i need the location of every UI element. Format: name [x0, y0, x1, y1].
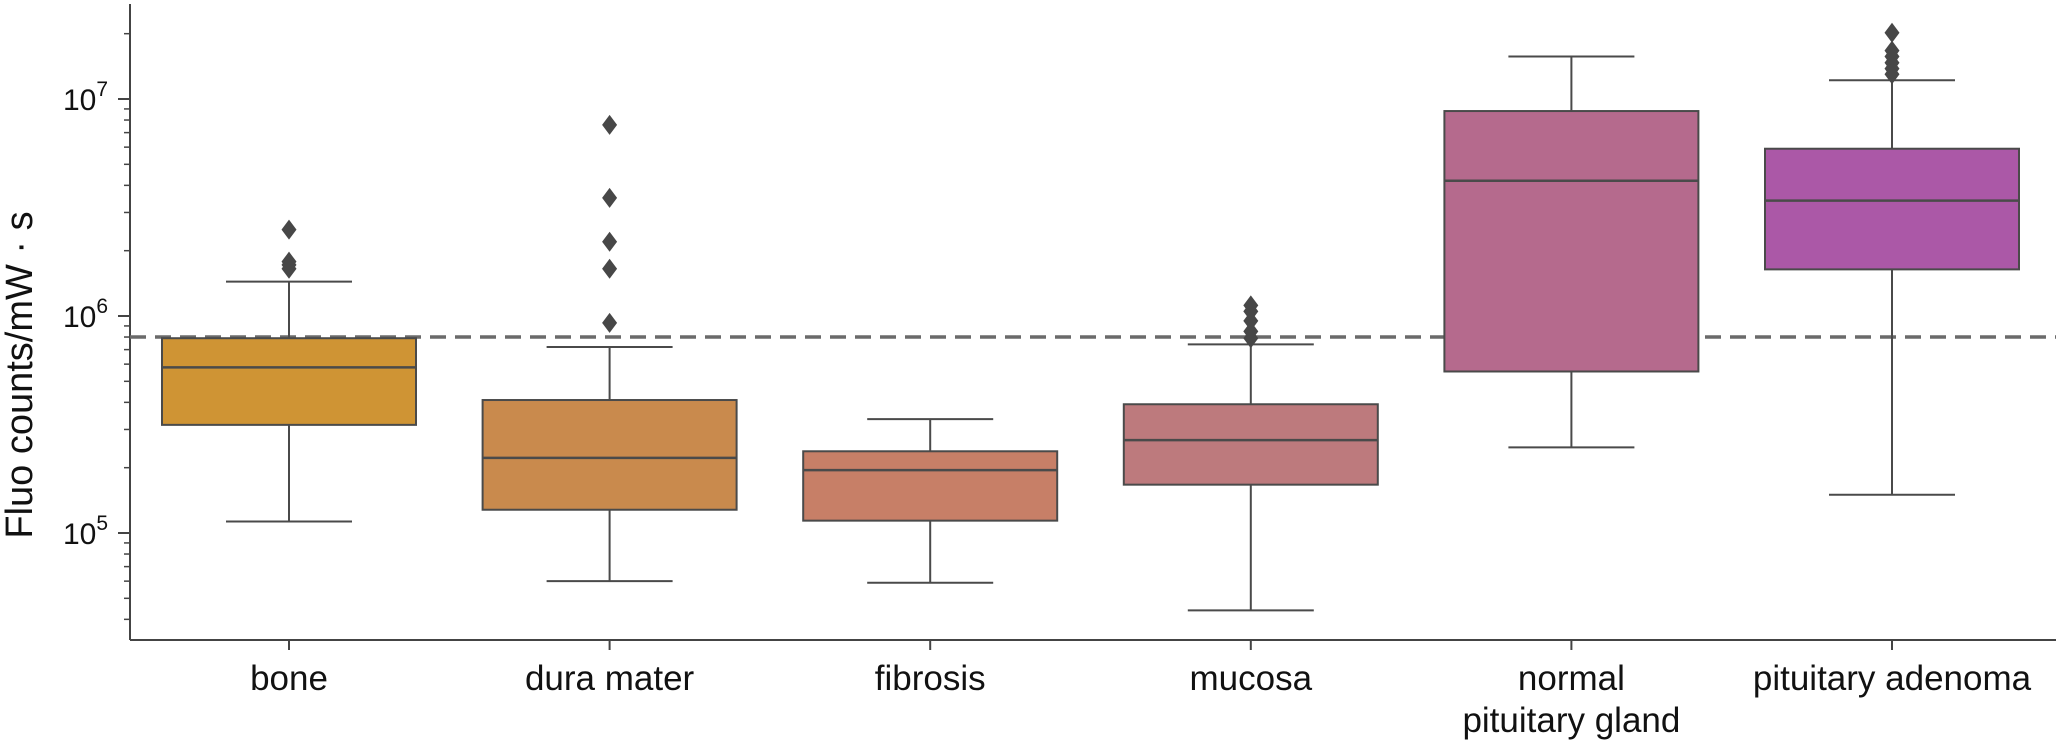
- boxes-layer: [161, 22, 2020, 612]
- box-group: [481, 114, 738, 583]
- box: [1122, 403, 1379, 486]
- x-tick-label: dura mater: [525, 659, 695, 698]
- y-tick-label: 107: [63, 78, 108, 117]
- outlier-point: [1884, 40, 1900, 61]
- y-tick-label: 105: [63, 512, 108, 551]
- x-tick-label: fibrosis: [875, 659, 986, 698]
- box: [1764, 147, 2020, 271]
- box: [481, 399, 738, 511]
- outlier-point: [602, 231, 618, 252]
- x-tick-label: bone: [250, 659, 328, 698]
- x-tick-label: normal: [1518, 659, 1625, 698]
- outlier-point: [281, 219, 297, 240]
- box: [161, 337, 417, 426]
- box-group: [1443, 55, 1700, 449]
- box-group: [1764, 22, 2020, 496]
- x-tick-label: pituitary gland: [1462, 701, 1680, 740]
- box: [1443, 110, 1700, 373]
- outlier-point: [602, 312, 618, 333]
- box-group: [1122, 295, 1379, 612]
- outlier-point: [1243, 321, 1259, 342]
- outlier-point: [602, 187, 618, 208]
- outlier-point: [281, 251, 297, 272]
- outlier-point: [602, 258, 618, 279]
- y-tick-label: 106: [63, 295, 108, 334]
- axes: 105 106 107: [63, 4, 2056, 641]
- x-tick-label: mucosa: [1190, 659, 1313, 698]
- outlier-point: [1243, 295, 1259, 316]
- box-group: [802, 418, 1059, 584]
- y-axis-title: Fluo counts/mW · s: [0, 211, 41, 538]
- x-tick-label: pituitary adenoma: [1753, 659, 2032, 698]
- outlier-point: [1884, 22, 1900, 43]
- box-group: [161, 219, 417, 523]
- box: [802, 450, 1059, 522]
- outlier-point: [602, 114, 618, 135]
